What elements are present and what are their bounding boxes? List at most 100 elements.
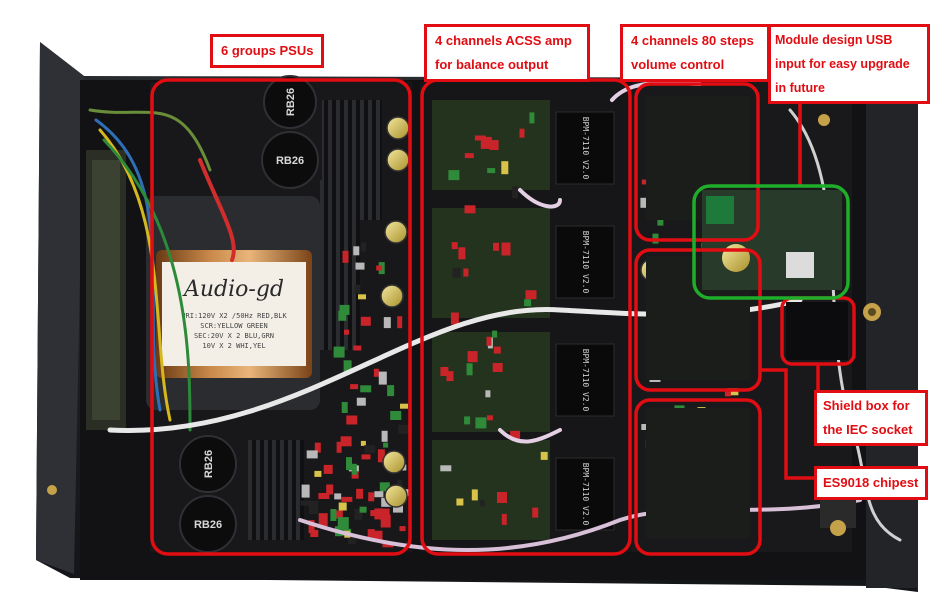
pcb-component [497, 492, 507, 503]
callout-usb-line2: input for easy upgrade [775, 57, 910, 71]
pcb-component [368, 492, 375, 502]
large-capacitors: RB26 RB26 RB26 RB26 [179, 75, 319, 553]
pcb-component [343, 360, 352, 374]
pcb-component [519, 128, 525, 138]
callout-shield-box: Shield box for the IEC socket [814, 390, 928, 446]
capacitor-label: RB26 [276, 155, 304, 167]
pcb-component [355, 262, 365, 270]
es9018-leader [760, 368, 818, 480]
pcb-component [379, 482, 390, 492]
pcb-component [340, 436, 352, 447]
usb-highlight-box [692, 184, 850, 300]
pcb-component [480, 136, 492, 149]
pcb-component [525, 290, 537, 300]
pcb-component [361, 454, 371, 460]
pcb-component [383, 442, 389, 448]
pcb-component [346, 415, 358, 425]
pcb-component [512, 186, 519, 199]
electrolytic-capacitor [380, 284, 404, 308]
electrolytic-capacitor [386, 116, 410, 140]
callout-acss-amp: 4 channels ACSS amp for balance output [424, 24, 590, 82]
volume-highlight-bottom [634, 398, 762, 556]
pcb-component [486, 336, 492, 346]
pcb-component [354, 508, 363, 520]
pcb-component [376, 265, 383, 271]
relay-label: BPM-7110 V2.0 [581, 463, 590, 526]
pcb-component [360, 440, 366, 446]
pcb-component [487, 168, 496, 174]
pcb-component [501, 242, 511, 256]
pcb-component [314, 442, 321, 453]
pcb-component [356, 397, 366, 406]
pcb-component [440, 465, 452, 472]
pcb-component [724, 390, 731, 397]
pcb-component [300, 500, 310, 506]
pcb-component [464, 416, 471, 425]
pcb-component [358, 294, 366, 300]
pcb-component [336, 441, 342, 453]
transformer-brand: Audio-gd [182, 277, 284, 302]
toroidal-transformer: Audio-gd PRI:120V X2 /50Hz RED,BLK SCR:Y… [146, 196, 320, 410]
pcb-component [309, 501, 318, 514]
callout-shield-line2: the IEC socket [823, 422, 913, 437]
pcb-component [359, 506, 367, 513]
pcb-component [381, 430, 388, 442]
pcb-component [382, 542, 394, 548]
callout-psus: 6 groups PSUs [210, 34, 325, 68]
pcb-component [361, 242, 367, 252]
pcb-component [318, 493, 330, 499]
callout-usb-module: Module design USB input for easy upgrade… [768, 24, 930, 104]
callout-psus-text: 6 groups PSUs [221, 43, 314, 58]
pcb-component [341, 496, 353, 502]
transformer-spec: SEC:20V X 2 BLU,GRN [194, 332, 274, 340]
electrolytic-capacitor [386, 148, 410, 172]
pcb-component [479, 500, 485, 507]
pcb-component [378, 371, 387, 385]
pcb-component [326, 484, 334, 495]
pcb-component [314, 470, 322, 477]
pcb-component [474, 135, 486, 141]
pcb-component [344, 329, 349, 335]
pcb-component [354, 284, 361, 294]
acss-amp-boards: BPM-7110 V2.0 BPM-7110 V2.0 BPM-7110 V2.… [432, 100, 615, 540]
pcb-component [524, 299, 532, 307]
pcb-component [641, 424, 647, 430]
pcb-component [339, 304, 350, 315]
transformer-spec: SCR:YELLOW GREEN [200, 322, 267, 330]
pcb-component [727, 388, 739, 396]
pcb-component [373, 368, 379, 377]
pcb-component [335, 510, 343, 519]
pcb-component [306, 450, 318, 459]
pcb-component [353, 345, 362, 351]
pcb-component [334, 493, 342, 500]
pcb-component [640, 197, 647, 208]
callout-acss-line1: 4 channels ACSS amp [435, 33, 572, 48]
pcb-component [451, 242, 458, 250]
capacitor-label: RB26 [203, 450, 215, 478]
callout-usb-line1: Module design USB [775, 33, 893, 47]
pcb-component [346, 457, 352, 471]
pcb-component [353, 246, 360, 256]
callout-shield-line1: Shield box for [823, 398, 910, 413]
pcb-component [458, 247, 466, 260]
pcb-component [398, 424, 410, 434]
pcb-component [492, 330, 498, 338]
transformer-spec: PRI:120V X2 /50Hz RED,BLK [181, 312, 287, 320]
pcb-component [486, 415, 493, 421]
pcb-component [310, 530, 319, 537]
pcb-component [471, 489, 478, 501]
pcb-component [501, 161, 509, 175]
pcb-component [333, 346, 345, 358]
pcb-component [342, 250, 349, 263]
pcb-component [464, 153, 474, 159]
pcb-component [446, 371, 454, 382]
relay-label: BPM-7110 V2.0 [581, 231, 590, 294]
pcb-component [367, 529, 375, 538]
callout-volume-line1: 4 channels 80 steps [631, 33, 754, 48]
pcb-component [456, 498, 464, 506]
pcb-component [301, 484, 310, 498]
pcb-component [448, 170, 460, 181]
pcb-component [493, 242, 499, 251]
relay-label: BPM-7110 V2.0 [581, 117, 590, 180]
callout-volume-line2: volume control [631, 57, 725, 72]
